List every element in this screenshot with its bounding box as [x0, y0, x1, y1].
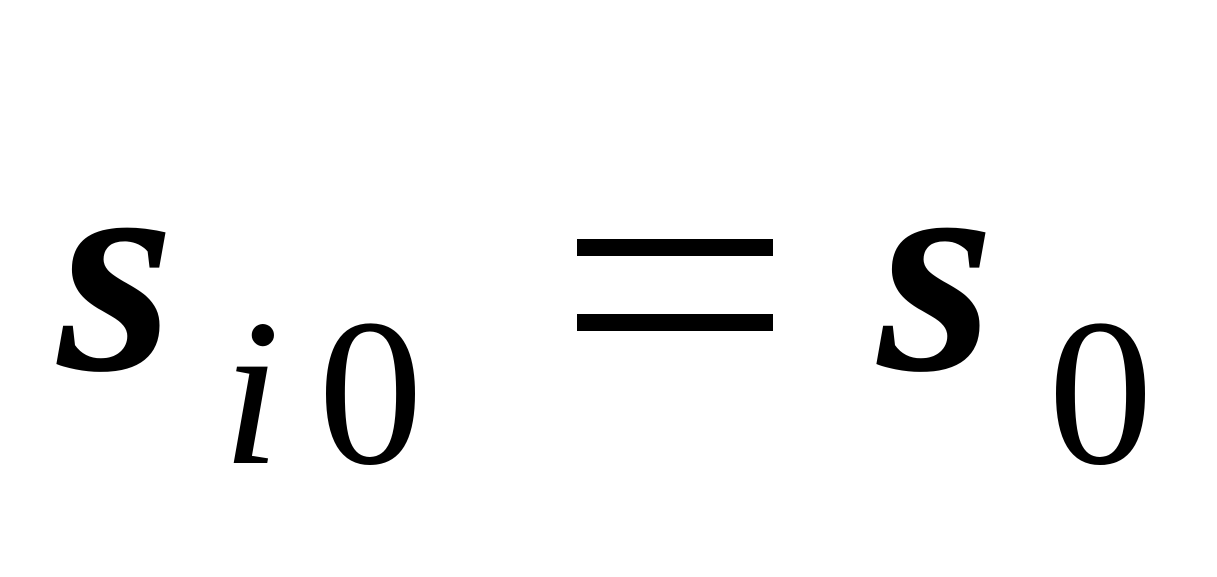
- lhs-subscript-i: i: [222, 277, 281, 509]
- lhs-subscript-zero: 0: [318, 277, 423, 509]
- equals-sign: [577, 239, 773, 331]
- lhs-variable-s: s: [58, 102, 175, 434]
- equals-bottom-bar: [577, 314, 773, 331]
- rhs-variable-s: s: [878, 102, 995, 434]
- rhs-subscript-zero: 0: [1048, 277, 1153, 509]
- equals-top-bar: [577, 239, 773, 256]
